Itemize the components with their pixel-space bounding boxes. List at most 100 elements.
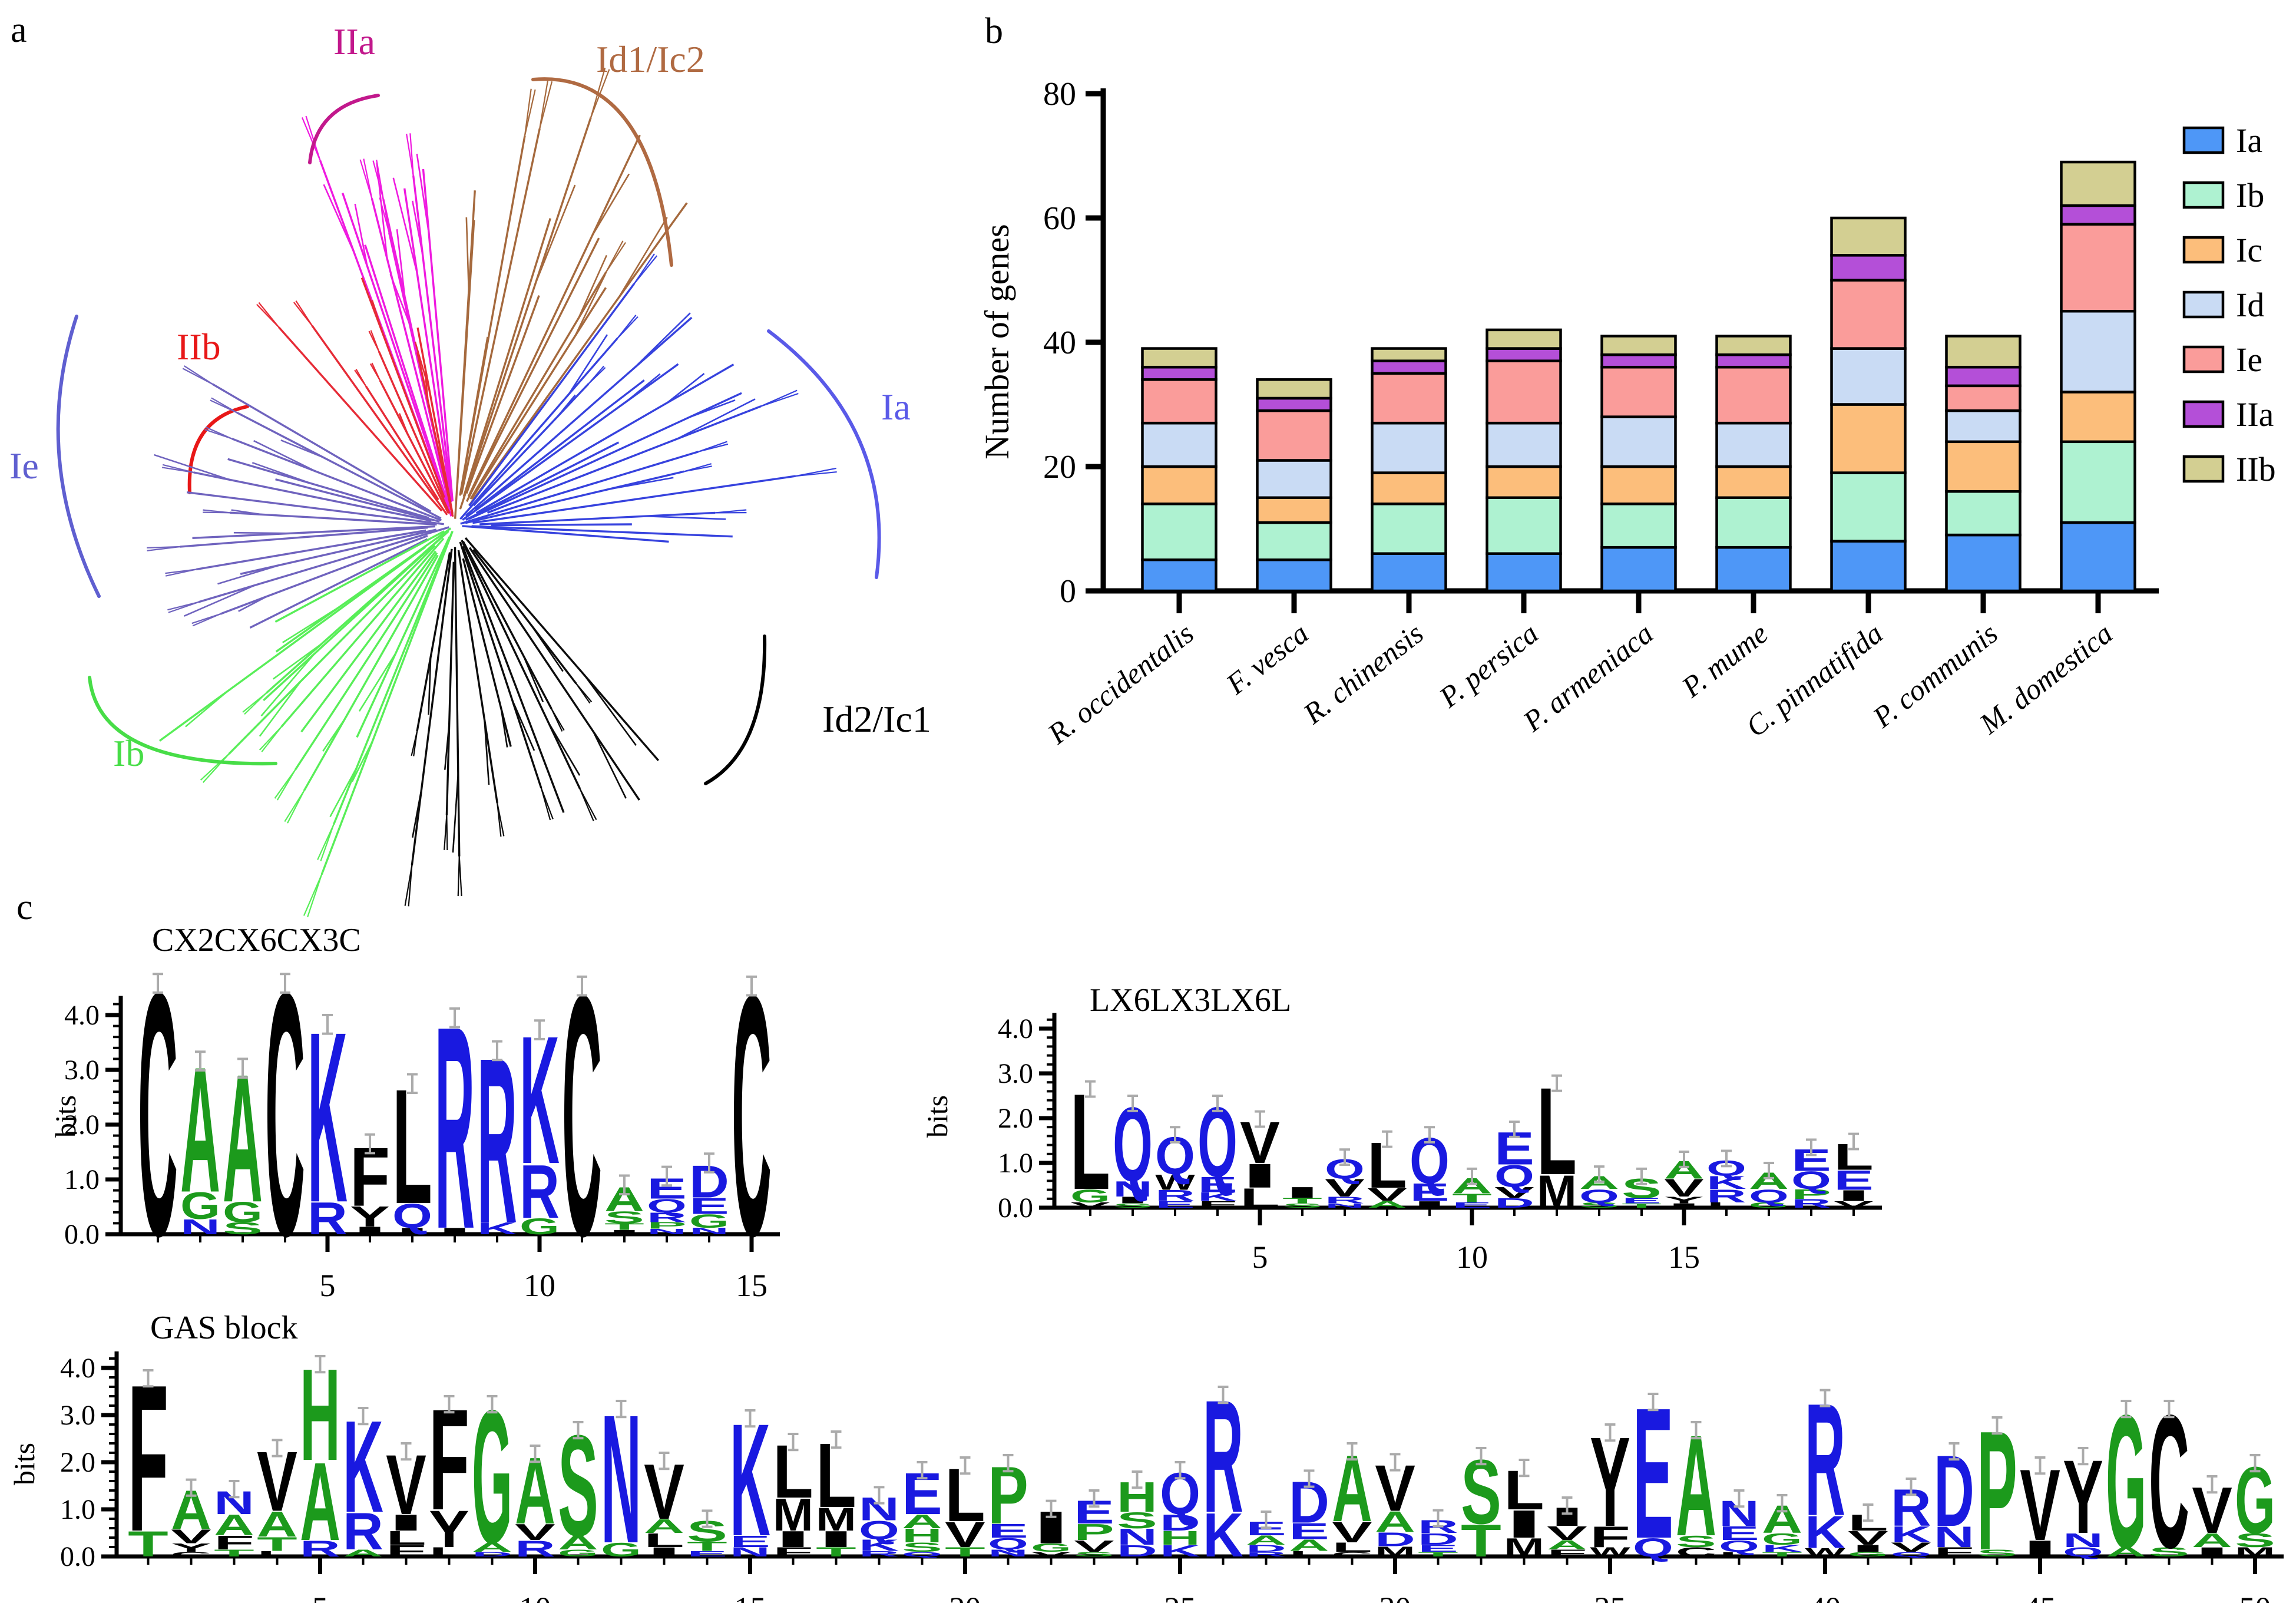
svg-text:F: F xyxy=(773,1545,813,1559)
segment-R. occidentalis-IIb xyxy=(1141,347,1218,369)
svg-text:V: V xyxy=(515,1519,555,1545)
svg-text:I: I xyxy=(604,1229,644,1235)
svg-text:G: G xyxy=(601,1539,641,1561)
svg-text:R: R xyxy=(515,1536,555,1562)
segment-P. persica-Id xyxy=(1486,421,1562,468)
legend-item-IIa: IIa xyxy=(2182,395,2274,434)
svg-text:G: G xyxy=(1070,1185,1110,1206)
svg-text:R: R xyxy=(1791,1197,1831,1210)
svg-text:L: L xyxy=(1332,1540,1372,1555)
segment-P. armeniaca-Ie xyxy=(1600,365,1677,418)
segment-C. pinnatifida-Id xyxy=(1830,347,1907,406)
svg-text:Q: Q xyxy=(1749,1185,1789,1206)
bar-R. chinensis xyxy=(1371,347,1447,593)
panel-c-label: c xyxy=(16,887,33,927)
svg-text:Y: Y xyxy=(429,1500,469,1559)
svg-text:Y: Y xyxy=(171,1541,211,1554)
svg-text:F: F xyxy=(386,1542,426,1560)
legend-item-Ie: Ie xyxy=(2182,341,2262,379)
clade-Id2/Ic1: Id2/Ic1 xyxy=(404,537,931,907)
b-y-axis-title: Number of genes xyxy=(978,224,1016,459)
svg-text:V: V xyxy=(171,1526,211,1548)
logo-gas-xtick: 15 xyxy=(735,1591,766,1603)
logo-gas-pos-32: TS xyxy=(1461,1441,1501,1566)
svg-text:F: F xyxy=(1547,1548,1587,1559)
svg-text:T: T xyxy=(1461,1515,1501,1566)
segment-P. communis-Ib xyxy=(1945,490,2022,537)
logo-cxc-pos-3: SGA xyxy=(223,1036,263,1240)
svg-text:E: E xyxy=(1834,1165,1874,1196)
logo-lx6l-ytick: 4.0 xyxy=(998,1013,1033,1045)
logo-gas-pos-6: ARK xyxy=(343,1393,383,1561)
svg-text:T: T xyxy=(1622,1202,1662,1209)
svg-text:K: K xyxy=(1160,1542,1200,1560)
b-ytick-label-0: 0 xyxy=(1060,573,1076,610)
segment-P. communis-IIa xyxy=(1945,365,2022,388)
svg-text:R: R xyxy=(1155,1187,1195,1204)
segment-C. pinnatifida-IIa xyxy=(1830,254,1907,282)
bar-P. persica xyxy=(1486,328,1562,593)
svg-text:T: T xyxy=(816,1545,856,1559)
segment-P. armeniaca-IIa xyxy=(1600,353,1677,369)
logo-gas-pos-22: VGI xyxy=(1031,1499,1071,1558)
logo-cxc-xtick: 5 xyxy=(320,1268,336,1303)
logo-gas-xtick: 10 xyxy=(520,1591,551,1603)
svg-text:Q: Q xyxy=(1719,1537,1759,1555)
svg-text:G: G xyxy=(558,1548,598,1559)
segment-P. communis-Ia xyxy=(1945,533,2022,593)
clade-IIb-arc xyxy=(187,405,249,494)
svg-text:V: V xyxy=(1367,1184,1407,1205)
logo-gas-ytick: 4.0 xyxy=(60,1353,95,1384)
svg-text:Q: Q xyxy=(2063,1545,2103,1559)
clade-Ie-arc xyxy=(56,315,101,598)
svg-text:Q: Q xyxy=(902,1551,942,1558)
svg-text:P: P xyxy=(1074,1519,1114,1545)
logo-cxc-title: CX2CX6CX3C xyxy=(152,922,361,959)
legend-swatch-Ia xyxy=(2182,126,2225,154)
legend-label-Id: Id xyxy=(2236,286,2264,324)
logo-gas: GAS blockbits0.01.02.03.04.0510152025303… xyxy=(8,1310,2284,1603)
legend-item-Ic: Ic xyxy=(2182,231,2262,269)
svg-text:S: S xyxy=(1579,1201,1619,1209)
svg-text:L: L xyxy=(1719,1551,1759,1558)
svg-text:T: T xyxy=(1762,1551,1802,1558)
logo-cxc-ylabel: bits xyxy=(49,1095,82,1138)
segment-P. mume-Ie xyxy=(1715,365,1792,425)
legend-item-IIb: IIb xyxy=(2182,450,2276,488)
svg-text:Q: Q xyxy=(1791,1167,1831,1195)
svg-text:T: T xyxy=(1418,1551,1458,1558)
clade-Ib-label: Ib xyxy=(113,732,144,774)
segment-R. chinensis-Ie xyxy=(1371,372,1447,425)
svg-text:V: V xyxy=(1332,1515,1372,1548)
svg-text:A: A xyxy=(644,1515,684,1537)
segment-R. occidentalis-Id xyxy=(1141,421,1218,468)
svg-text:T: T xyxy=(128,1524,168,1565)
svg-text:A: A xyxy=(300,1440,340,1564)
svg-text:Q: Q xyxy=(1633,1533,1673,1562)
segment-R. occidentalis-Ib xyxy=(1141,503,1218,561)
svg-text:L: L xyxy=(257,1549,297,1558)
segment-R. chinensis-Ic xyxy=(1371,471,1447,505)
b-category-label: R. occidentalis xyxy=(1041,617,1199,751)
svg-text:P: P xyxy=(647,1221,687,1231)
svg-text:K: K xyxy=(1197,1190,1238,1204)
svg-text:R: R xyxy=(307,1193,348,1244)
svg-text:E: E xyxy=(730,1532,770,1551)
logo-gas-pos-35: WFY xyxy=(1590,1410,1630,1559)
logo-lx6l-xtick: 5 xyxy=(1252,1240,1268,1275)
svg-text:R: R xyxy=(300,1536,340,1562)
svg-text:A: A xyxy=(2192,1529,2232,1551)
segment-F. vesca-IIb xyxy=(1256,378,1332,400)
svg-text:S: S xyxy=(1113,1202,1153,1209)
segment-R. chinensis-Id xyxy=(1371,421,1447,474)
